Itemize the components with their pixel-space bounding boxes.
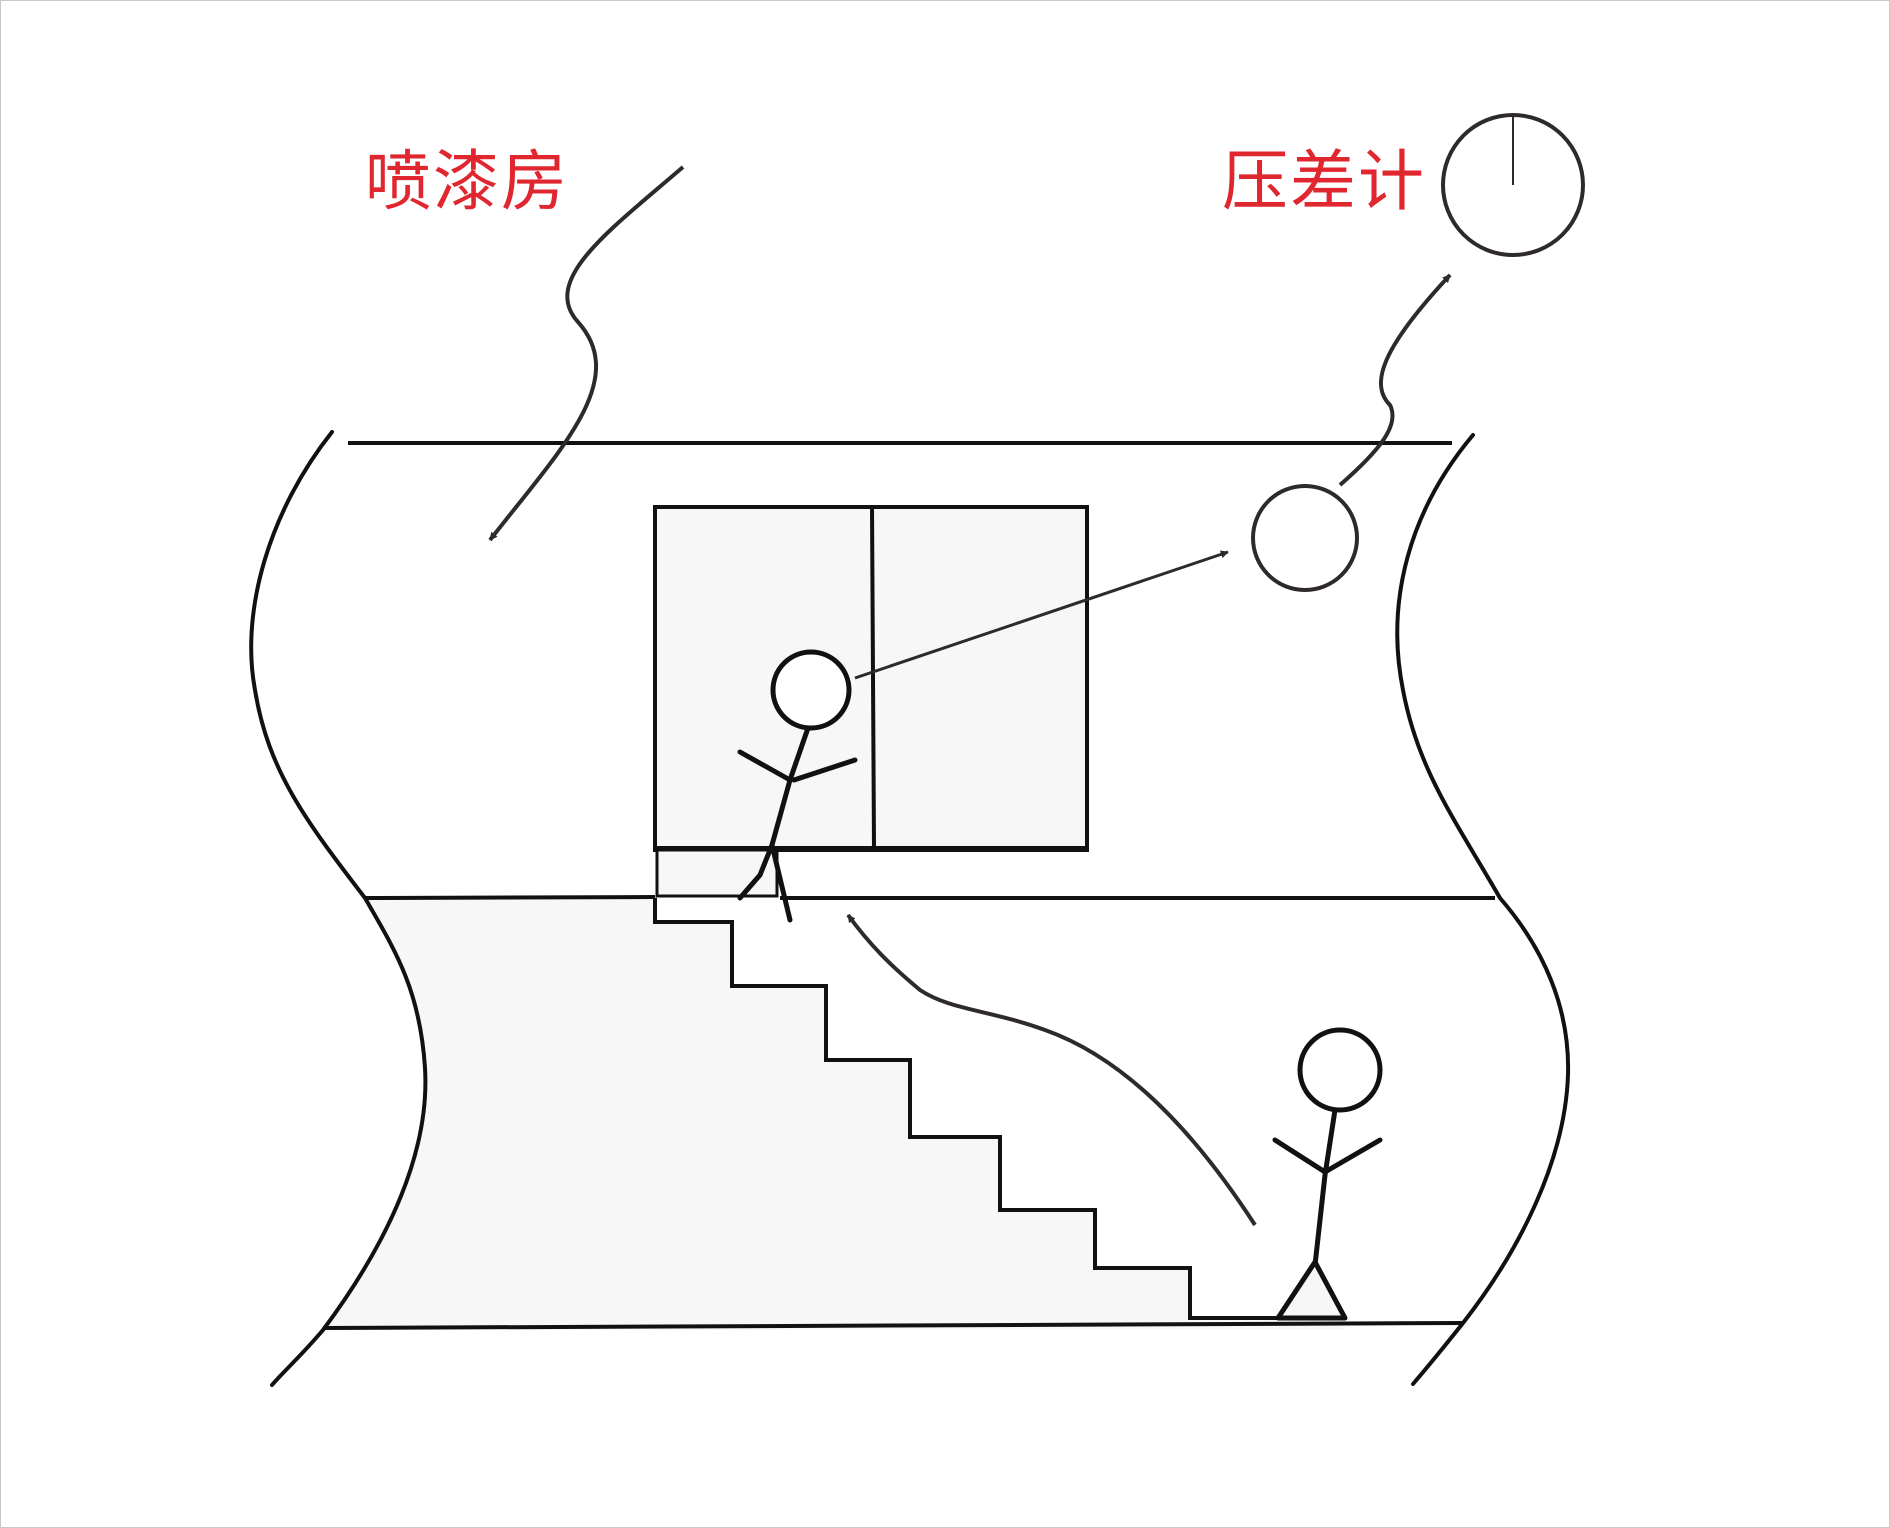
booth-threshold-step — [655, 848, 779, 898]
arrow-sensor-to-gauge — [1338, 273, 1452, 487]
floor-shaded-area — [323, 898, 1345, 1330]
person-in-booth-head — [770, 649, 852, 731]
person-on-ground-head — [1297, 1027, 1383, 1113]
person-on-ground — [1272, 1027, 1383, 1321]
upper-floor-line — [364, 895, 1495, 900]
arrow-label-to-booth — [488, 165, 685, 542]
person-in-booth — [737, 649, 858, 923]
pressure-gauge-label: 压差计 — [1222, 143, 1426, 220]
arrow-stairs-to-booth — [846, 913, 1257, 1227]
ground-floor-line — [322, 1321, 1464, 1330]
pressure-sensor-circle — [1251, 484, 1359, 592]
paint-booth-label: 喷漆房 — [365, 143, 569, 220]
arrow-person-to-sensor — [854, 550, 1229, 680]
left-wall-curve — [249, 430, 428, 1387]
right-wall-curve — [1395, 433, 1571, 1386]
paint-booth-divider — [870, 506, 876, 849]
staircase — [653, 898, 1280, 1320]
